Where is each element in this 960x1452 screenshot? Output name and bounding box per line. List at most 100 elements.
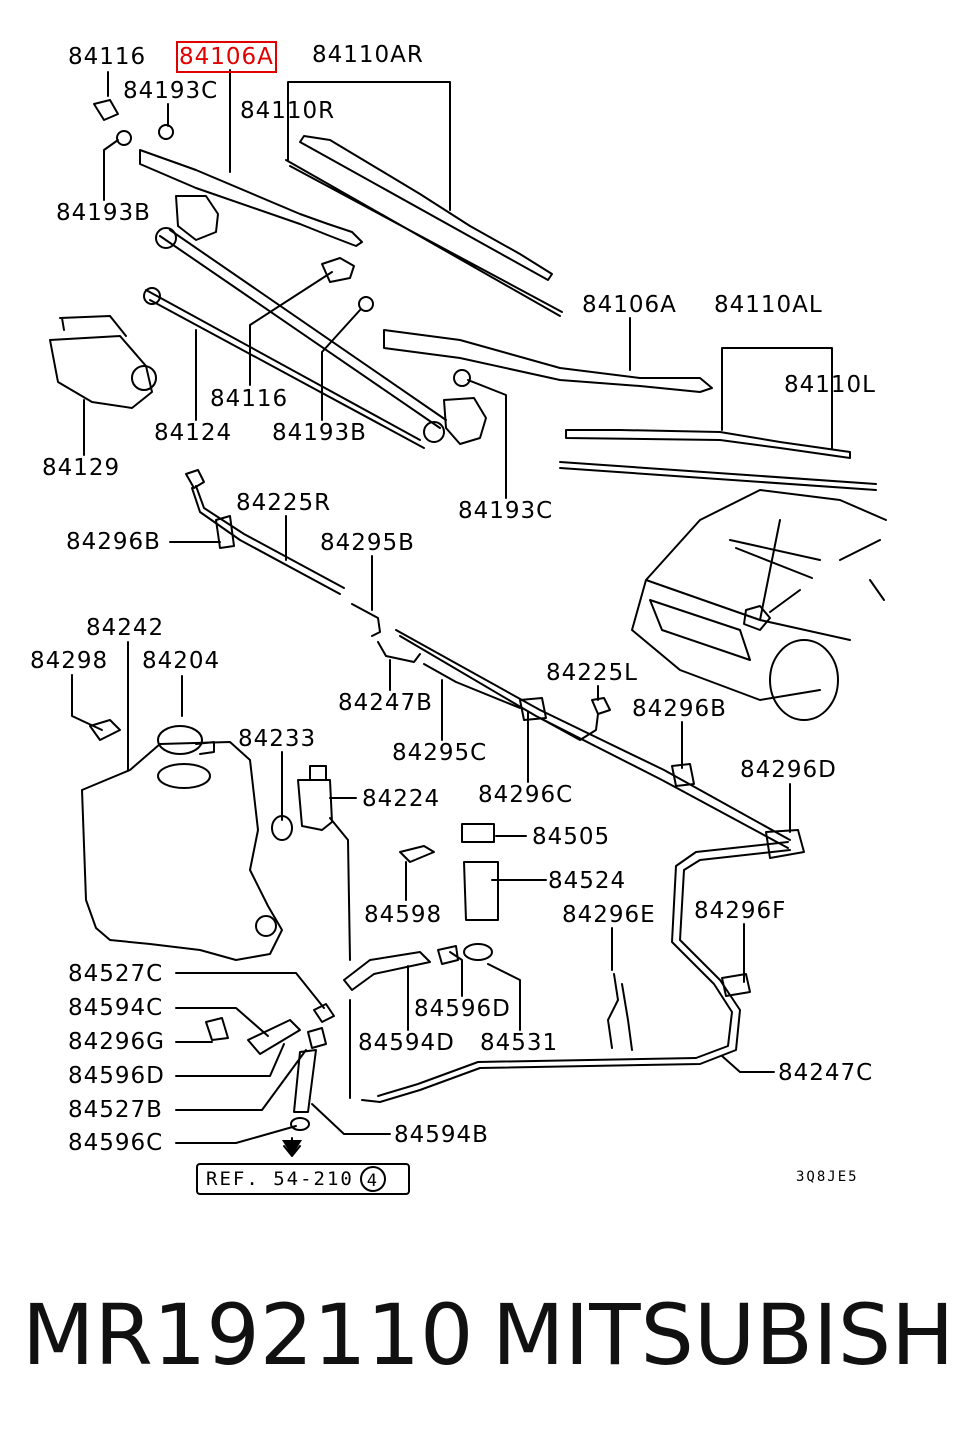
clip-84296C xyxy=(519,697,547,721)
level-sensor xyxy=(89,719,121,741)
label-84110L: 84110L xyxy=(784,372,876,398)
grommet-84233 xyxy=(271,815,293,841)
washer-tank xyxy=(81,741,283,961)
clip-84296D xyxy=(765,829,805,859)
label-84204: 84204 xyxy=(142,648,221,674)
label-84296E: 84296E xyxy=(562,902,656,928)
linkage-pivot-left xyxy=(155,227,177,249)
hose-84225L xyxy=(539,713,599,741)
label-84110R: 84110R xyxy=(240,98,336,124)
tank-neck xyxy=(157,763,211,789)
label-84247C: 84247C xyxy=(778,1060,874,1086)
leader-84594C xyxy=(175,1007,269,1037)
pivot-housing-left xyxy=(443,397,487,445)
vehicle-washer xyxy=(743,589,801,631)
hose-84295C xyxy=(423,663,521,709)
leader-84531 xyxy=(487,963,521,1031)
tank-cap xyxy=(157,725,203,755)
label-84527B: 84527B xyxy=(68,1097,163,1123)
wiper-blade-frame-right xyxy=(299,135,553,281)
label-84106A-highlighted[interactable]: 84106A xyxy=(176,41,277,73)
grommet-84531 xyxy=(463,943,493,961)
label-84193C-top: 84193C xyxy=(123,78,219,104)
nozzle-right xyxy=(185,469,205,489)
joint-84527C xyxy=(313,1003,335,1023)
wiper-motor-body xyxy=(49,335,153,409)
label-84110AL: 84110AL xyxy=(714,292,823,318)
hose-84594C xyxy=(247,1019,301,1055)
leader-84247C xyxy=(721,1055,775,1073)
tank-mount-hole xyxy=(255,915,277,937)
label-84596D-mid: 84596D xyxy=(414,996,511,1022)
joint-84527B xyxy=(307,1027,327,1049)
hose-long-return xyxy=(361,849,791,1103)
label-84225R: 84225R xyxy=(236,490,332,516)
label-84295C: 84295C xyxy=(392,740,488,766)
bracket-84505 xyxy=(461,823,495,843)
leader-84110AR xyxy=(287,81,451,211)
label-84296B-left: 84296B xyxy=(66,529,161,555)
label-84594B: 84594B xyxy=(394,1122,489,1148)
vehicle-wheel xyxy=(769,639,839,721)
label-84594D: 84594D xyxy=(358,1030,455,1056)
leader-84193C-mid xyxy=(467,379,507,499)
wiper-motor-bracket xyxy=(59,315,127,337)
label-84296G: 84296G xyxy=(68,1029,165,1055)
leader-84596D-mid xyxy=(449,951,463,997)
hose-84247B xyxy=(377,641,421,663)
nozzle-left xyxy=(591,697,611,715)
leader-84193B-mid xyxy=(321,309,361,421)
wiper-arm-left xyxy=(383,329,713,393)
label-84598: 84598 xyxy=(364,902,443,928)
hose-84225R xyxy=(191,485,345,595)
label-84296B-right: 84296B xyxy=(632,696,727,722)
linkage-rod-long xyxy=(159,229,447,429)
leader-84596C xyxy=(175,1125,297,1144)
hose-84295B xyxy=(351,603,381,637)
clamp-84596D xyxy=(437,945,459,965)
label-84116-top: 84116 xyxy=(68,44,147,70)
label-84242: 84242 xyxy=(86,615,165,641)
harness-84296E xyxy=(607,973,633,1051)
pump-84524 xyxy=(463,861,499,921)
hose-84594B xyxy=(293,1049,317,1113)
nut-84193B-top xyxy=(116,130,132,146)
leader-84527C xyxy=(175,972,325,1009)
label-84594C: 84594C xyxy=(68,995,164,1021)
nut-84193B-mid xyxy=(358,296,374,312)
wiper-blade-right xyxy=(285,159,563,317)
label-84193B-top: 84193B xyxy=(56,200,151,226)
tank-cap-tab xyxy=(195,741,215,755)
cap-84116-top xyxy=(93,99,119,121)
label-84124: 84124 xyxy=(154,420,233,446)
reference-box: REF. 54-210 4 xyxy=(196,1163,410,1195)
leader-84116-mid xyxy=(249,271,333,386)
label-84224: 84224 xyxy=(362,786,441,812)
reference-text: REF. 54-210 xyxy=(206,1168,354,1190)
label-84524: 84524 xyxy=(548,868,627,894)
clip-84296B-right xyxy=(671,763,695,787)
vehicle-wipers xyxy=(729,539,821,579)
leader-84527B xyxy=(175,1049,307,1111)
cap-84116-mid xyxy=(321,257,355,283)
wiper-motor-end xyxy=(131,365,157,391)
label-84298: 84298 xyxy=(30,648,109,674)
label-84106A-mid: 84106A xyxy=(582,292,677,318)
linkage-pivot-right xyxy=(423,421,445,443)
label-84129: 84129 xyxy=(42,455,121,481)
label-84596C: 84596C xyxy=(68,1130,164,1156)
part-number: MR192110 xyxy=(22,1286,474,1384)
label-84193B-mid: 84193B xyxy=(272,420,367,446)
leader-84110AL xyxy=(721,347,833,449)
label-84247B: 84247B xyxy=(338,690,433,716)
wiper-arm-right xyxy=(139,149,363,247)
clip-84296F xyxy=(721,973,751,997)
leader-84298 xyxy=(71,674,103,731)
nut-84193C-top xyxy=(158,124,174,140)
washer-pump-84224 xyxy=(297,779,333,831)
label-84193C-mid: 84193C xyxy=(458,498,554,524)
vehicle-outline xyxy=(631,489,887,701)
washer-pump-connector xyxy=(309,765,327,781)
label-84233: 84233 xyxy=(238,726,317,752)
label-84295B: 84295B xyxy=(320,530,415,556)
